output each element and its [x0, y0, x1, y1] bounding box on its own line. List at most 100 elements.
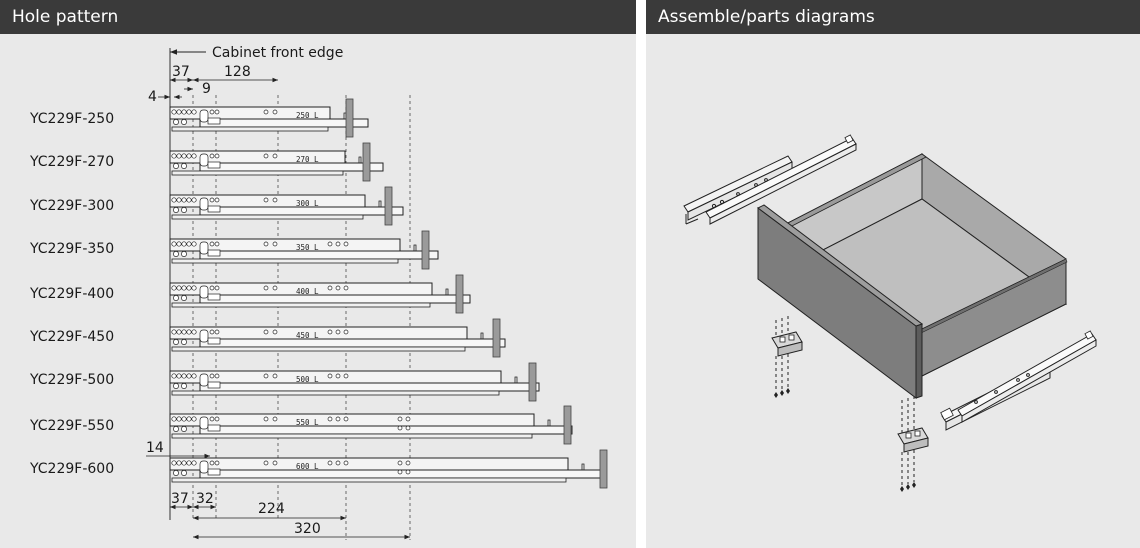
mounting-hole — [181, 339, 187, 345]
drawer-back-panel — [492, 318, 501, 358]
mounting-hole — [214, 329, 220, 335]
mounting-hole — [327, 241, 333, 247]
mounting-hole — [214, 373, 220, 379]
mounting-hole — [343, 241, 349, 247]
rail-end-tab — [576, 463, 585, 471]
dim-128: 128 — [224, 64, 251, 80]
drawer-member — [199, 118, 369, 128]
rail-bottom — [171, 390, 500, 396]
mounting-hole — [173, 163, 179, 169]
mounting-hole — [171, 241, 177, 247]
rail-length-label: 350 L — [296, 243, 319, 252]
rail-end-tab — [408, 244, 417, 252]
mounting-hole — [209, 285, 215, 291]
mounting-hole — [209, 109, 215, 115]
mounting-hole — [171, 197, 177, 203]
mounting-hole — [209, 373, 215, 379]
mounting-hole — [335, 416, 341, 422]
mounting-hole — [327, 460, 333, 466]
mounting-hole — [209, 153, 215, 159]
mounting-hole — [405, 469, 411, 475]
rail-end-tab — [338, 112, 347, 120]
mounting-hole — [272, 241, 278, 247]
rail-length-label: 250 L — [296, 111, 319, 120]
drawer-assembly-drawing — [683, 134, 1097, 492]
mounting-hole — [181, 241, 187, 247]
mounting-hole — [176, 109, 182, 115]
mounting-hole — [272, 109, 278, 115]
mounting-hole — [181, 153, 187, 159]
mounting-hole — [181, 207, 187, 213]
drawer-member — [199, 425, 573, 435]
mounting-hole — [181, 426, 187, 432]
mounting-hole — [171, 329, 177, 335]
mounting-hole — [186, 109, 192, 115]
mounting-hole — [171, 153, 177, 159]
mounting-hole — [181, 251, 187, 257]
right-slide-rail — [940, 330, 1097, 431]
mounting-hole — [181, 285, 187, 291]
mounting-hole — [171, 373, 177, 379]
drawer-back-panel — [599, 449, 608, 489]
drawer-back-panel — [384, 186, 393, 226]
drawer-member — [199, 294, 471, 304]
mounting-hole — [214, 197, 220, 203]
mounting-hole — [181, 383, 187, 389]
rail-length-label: 550 L — [296, 418, 319, 427]
rail-bottom — [171, 346, 466, 352]
slot-hole — [199, 285, 209, 299]
dim-14: 14 — [146, 440, 164, 456]
slot-hole — [199, 329, 209, 343]
mounting-hole — [181, 416, 187, 422]
locking-slot — [207, 293, 221, 301]
left-slide-rail — [683, 134, 857, 225]
rail-bottom — [171, 214, 364, 220]
mounting-hole — [176, 373, 182, 379]
dim-37-top: 37 — [172, 64, 190, 80]
drawer-back-panel — [345, 98, 354, 138]
mounting-hole — [343, 329, 349, 335]
mounting-hole — [272, 197, 278, 203]
mounting-hole — [272, 373, 278, 379]
slot-hole — [199, 197, 209, 211]
mounting-hole — [335, 373, 341, 379]
dim-9: 9 — [202, 81, 211, 97]
mounting-hole — [405, 416, 411, 422]
mounting-hole — [186, 197, 192, 203]
mounting-hole — [191, 416, 197, 422]
rail-end-tab — [475, 332, 484, 340]
locking-slot — [207, 424, 221, 432]
mounting-hole — [209, 416, 215, 422]
mounting-hole — [191, 241, 197, 247]
drawer-member — [199, 382, 540, 392]
mounting-hole — [272, 460, 278, 466]
mounting-hole — [176, 460, 182, 466]
mounting-hole — [263, 153, 269, 159]
mounting-hole — [214, 285, 220, 291]
rail-bottom — [171, 258, 399, 264]
model-name: YC229F-450 — [29, 329, 114, 345]
mounting-hole — [263, 373, 269, 379]
mounting-hole — [186, 329, 192, 335]
cabinet-member — [169, 413, 535, 427]
rail-end-tab — [373, 200, 382, 208]
mounting-hole — [272, 329, 278, 335]
mounting-hole — [181, 163, 187, 169]
drawer-back-panel — [563, 405, 572, 445]
mounting-hole — [181, 329, 187, 335]
mounting-hole — [214, 416, 220, 422]
assembly-title: Assemble/parts diagrams — [646, 0, 1140, 34]
drawer-back-panel — [421, 230, 430, 270]
rail-length-label: 300 L — [296, 199, 319, 208]
mounting-hole — [186, 416, 192, 422]
mounting-hole — [171, 109, 177, 115]
